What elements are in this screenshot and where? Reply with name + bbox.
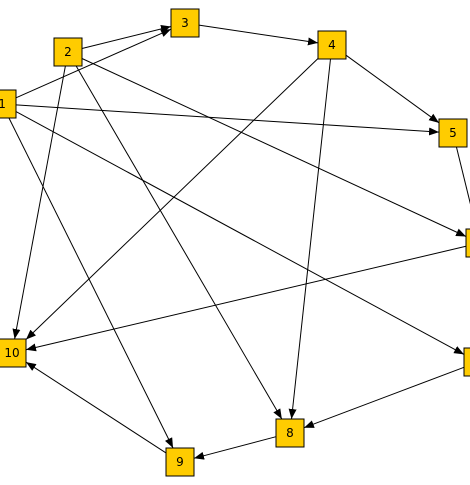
node-box [0, 338, 27, 368]
node-label: 1 [0, 97, 6, 111]
edge-2-to-10 [12, 65, 66, 340]
node-box [165, 447, 195, 477]
node-label: 9 [176, 455, 184, 469]
edge-7-to-8 [303, 366, 465, 429]
edge-9-to-10 [25, 361, 167, 454]
node-label: 4 [328, 38, 336, 52]
node-6[interactable]: 6 [465, 228, 470, 258]
node-box [438, 118, 468, 148]
edge-2-to-8 [75, 65, 283, 420]
edge-2-to-3 [81, 24, 172, 50]
node-3[interactable]: 3 [170, 8, 200, 38]
edge-6-to-10 [25, 245, 467, 352]
node-label: 10 [4, 346, 19, 360]
nodes-layer: 1 2 3 4 5 6 7 8 9 10 [0, 8, 470, 477]
edge-4-to-8 [288, 58, 331, 420]
node-1[interactable]: 1 [0, 89, 17, 119]
edge-2-to-6 [81, 58, 467, 237]
edge-1-to-9 [8, 117, 174, 449]
node-2[interactable]: 2 [53, 37, 83, 67]
node-box [275, 418, 305, 448]
edge-3-to-4 [198, 24, 319, 46]
node-box [0, 89, 17, 119]
edge-4-to-10 [25, 58, 319, 340]
node-10[interactable]: 10 [0, 338, 27, 368]
node-box [53, 37, 83, 67]
node-label: 5 [449, 126, 457, 140]
edge-5-to-6 [455, 146, 470, 205]
node-box [317, 30, 347, 60]
node-box [465, 228, 470, 258]
edge-1-to-5 [15, 104, 440, 136]
node-7[interactable]: 7 [463, 347, 470, 377]
node-8[interactable]: 8 [275, 418, 305, 448]
node-label: 3 [181, 16, 189, 30]
edge-1-to-7 [15, 111, 465, 355]
node-9[interactable]: 9 [165, 447, 195, 477]
edge-8-to-9 [193, 436, 277, 460]
node-label: 8 [286, 426, 294, 440]
node-box [463, 347, 470, 377]
node-4[interactable]: 4 [317, 30, 347, 60]
edge-4-to-5 [345, 54, 440, 124]
node-label: 2 [64, 45, 72, 59]
node-box [170, 8, 200, 38]
node-5[interactable]: 5 [438, 118, 468, 148]
edges-layer [8, 24, 470, 460]
